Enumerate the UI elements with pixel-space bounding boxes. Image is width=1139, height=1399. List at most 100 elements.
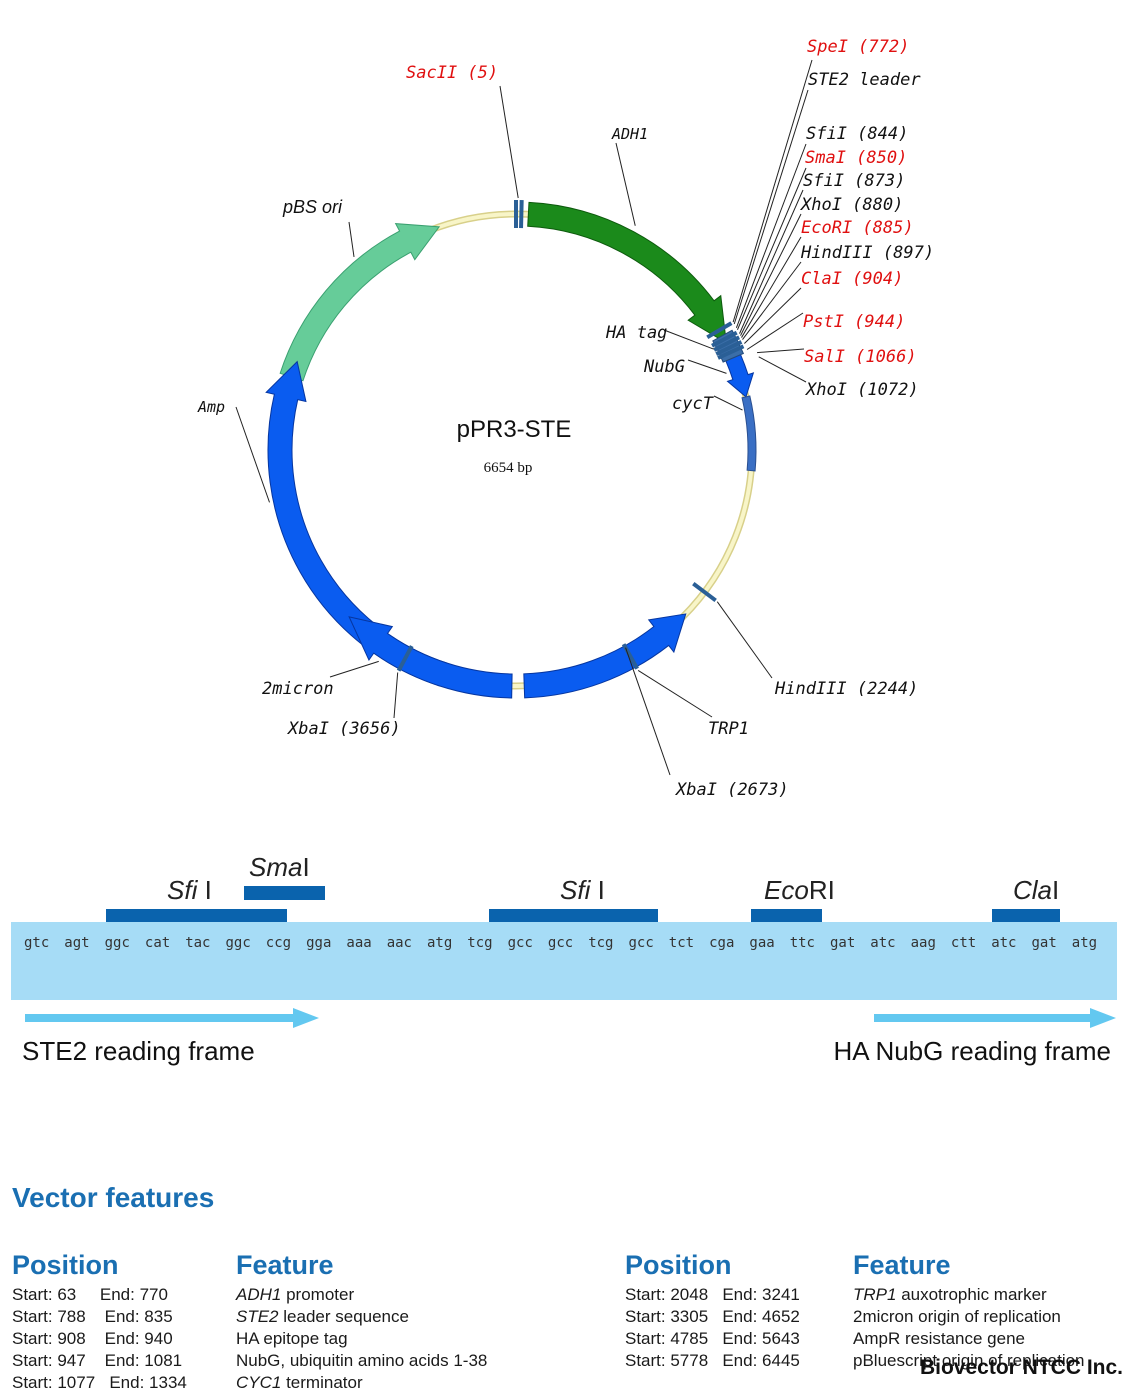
smai-site-bar — [244, 886, 325, 900]
ste2-frame-label: STE2 reading frame — [22, 1036, 255, 1066]
plasmid-map: pPR3-STE 6654 bp SpeI (772) STE2 leader … — [197, 37, 934, 800]
position-header-left: Position — [12, 1250, 119, 1280]
label-adh1: ADH1 — [611, 125, 648, 143]
leader-cyct — [713, 395, 743, 411]
leader-ecori — [741, 236, 802, 338]
label-cyct: cycT — [672, 394, 715, 414]
codon: cat — [144, 935, 171, 951]
label-sfii-844: SfiI (844) — [806, 124, 908, 144]
left-position-4: Start: 1077 End: 1334 — [12, 1373, 187, 1392]
right-feature-1: 2micron origin of replication — [853, 1307, 1061, 1326]
codon: ctt — [950, 935, 977, 951]
ste2-frame-arrow — [25, 1008, 319, 1028]
codon: ccg — [265, 935, 292, 951]
codon: gat — [1031, 935, 1057, 951]
codon: gat — [830, 935, 856, 951]
right-position-3: Start: 5778 End: 6445 — [625, 1351, 800, 1370]
feature-header-left: Feature — [236, 1250, 334, 1280]
label-xhoi-880: XhoI (880) — [799, 195, 903, 215]
tick-spei — [706, 321, 733, 340]
label-spei: SpeI (772) — [807, 37, 909, 57]
label-ecori-885: EcoRI (885) — [801, 218, 914, 238]
nubg-arrow — [725, 354, 755, 398]
right-position-2: Start: 4785 End: 5643 — [625, 1329, 800, 1348]
codon: gcc — [507, 935, 533, 951]
smai-site-label: SmaI — [249, 852, 310, 882]
codon: gga — [306, 935, 332, 951]
tick-mcs-4 — [717, 344, 745, 360]
leader-xhoi-1072 — [758, 356, 807, 383]
vector-features-section: Vector features Position Feature Positio… — [0, 1180, 1139, 1399]
right-feature-2: AmpR resistance gene — [853, 1329, 1025, 1348]
leader-sfii-844 — [735, 143, 807, 329]
leader-spei — [732, 59, 813, 323]
leader-trp1 — [637, 669, 713, 718]
label-sacii: SacII (5) — [406, 63, 498, 83]
tick-mcs-2 — [713, 335, 741, 352]
label-nubg: NubG — [643, 357, 685, 377]
left-feature-3: NubG, ubiquitin amino acids 1-38 — [236, 1351, 488, 1370]
left-feature-2: HA epitope tag — [236, 1329, 348, 1348]
label-hindiii-897: HindIII (897) — [800, 243, 934, 263]
ha-nubg-frame-label: HA NubG reading frame — [833, 1036, 1111, 1066]
leader-psti — [746, 312, 804, 350]
codon: ggc — [225, 935, 251, 951]
tick-mcs-1 — [711, 330, 738, 348]
right-position-1: Start: 3305 End: 4652 — [625, 1307, 800, 1326]
leader-sfii-873 — [739, 189, 804, 334]
adh1-arrow — [527, 201, 727, 344]
left-position-1: Start: 788 End: 835 — [12, 1307, 173, 1326]
codon: gtc — [24, 935, 50, 951]
codon: atc — [870, 935, 896, 951]
amp-arrow — [265, 360, 448, 687]
codon: atg — [427, 935, 453, 951]
twomicron-arrow — [348, 616, 513, 699]
sfii-site-label-2: Sfi I — [560, 875, 605, 905]
features-title: Vector features — [12, 1182, 215, 1213]
codon: tcg — [588, 935, 614, 951]
right-feature-3: pBluescript origin of replication — [853, 1351, 1085, 1370]
plasmid-size: 6654 bp — [484, 460, 533, 476]
left-feature-4: CYC1 terminator — [236, 1373, 363, 1392]
left-feature-1: STE2 leader sequence — [236, 1307, 409, 1326]
leader-pbs — [348, 221, 355, 258]
left-position-0: Start: 63 End: 770 — [12, 1285, 168, 1304]
clai-site-label: ClaI — [1013, 875, 1060, 905]
leader-sacii — [499, 85, 519, 199]
leader-xbai-2673 — [625, 647, 671, 776]
leader-2micron — [329, 660, 379, 678]
brand-label: Biovector NTCC Inc. — [919, 1356, 1123, 1379]
label-ste2-leader: STE2 leader — [808, 70, 921, 90]
cyct-band — [741, 395, 757, 472]
left-position-3: Start: 947 End: 1081 — [12, 1351, 183, 1370]
codon: atg — [1071, 935, 1098, 951]
leader-hindiii-2244 — [716, 601, 773, 679]
label-psti-944: PstI (944) — [803, 312, 905, 332]
label-xbai-2673: XbaI (2673) — [674, 780, 789, 800]
label-2micron: 2micron — [262, 679, 334, 699]
label-sfii-873: SfiI (873) — [803, 171, 905, 191]
pbs-ori-arrow — [279, 223, 441, 382]
leader-ste2 — [733, 89, 809, 325]
tick-sacii-2 — [519, 200, 524, 229]
left-position-2: Start: 908 End: 940 — [12, 1329, 173, 1348]
leader-amp — [235, 406, 270, 503]
leader-nubg — [687, 359, 727, 374]
label-trp1: TRP1 — [708, 719, 749, 739]
codon: cga — [709, 935, 735, 951]
codon: aac — [386, 935, 412, 951]
codon: agt — [64, 935, 90, 951]
label-clai-904: ClaI (904) — [801, 269, 903, 289]
codon: atc — [991, 935, 1017, 951]
leader-xbai-3656 — [393, 672, 399, 719]
label-xhoi-1072: XhoI (1072) — [804, 380, 919, 400]
leader-clai — [744, 287, 802, 344]
label-xbai-3656: XbaI (3656) — [286, 719, 401, 739]
right-position-0: Start: 2048 End: 3241 — [625, 1285, 800, 1304]
right-feature-0: TRP1 auxotrophic marker — [853, 1285, 1047, 1304]
label-ha-tag: HA tag — [605, 323, 667, 343]
codon: gaa — [749, 935, 775, 951]
tick-xbai-3656 — [396, 645, 414, 672]
sfii-site-bar-2 — [489, 909, 658, 923]
